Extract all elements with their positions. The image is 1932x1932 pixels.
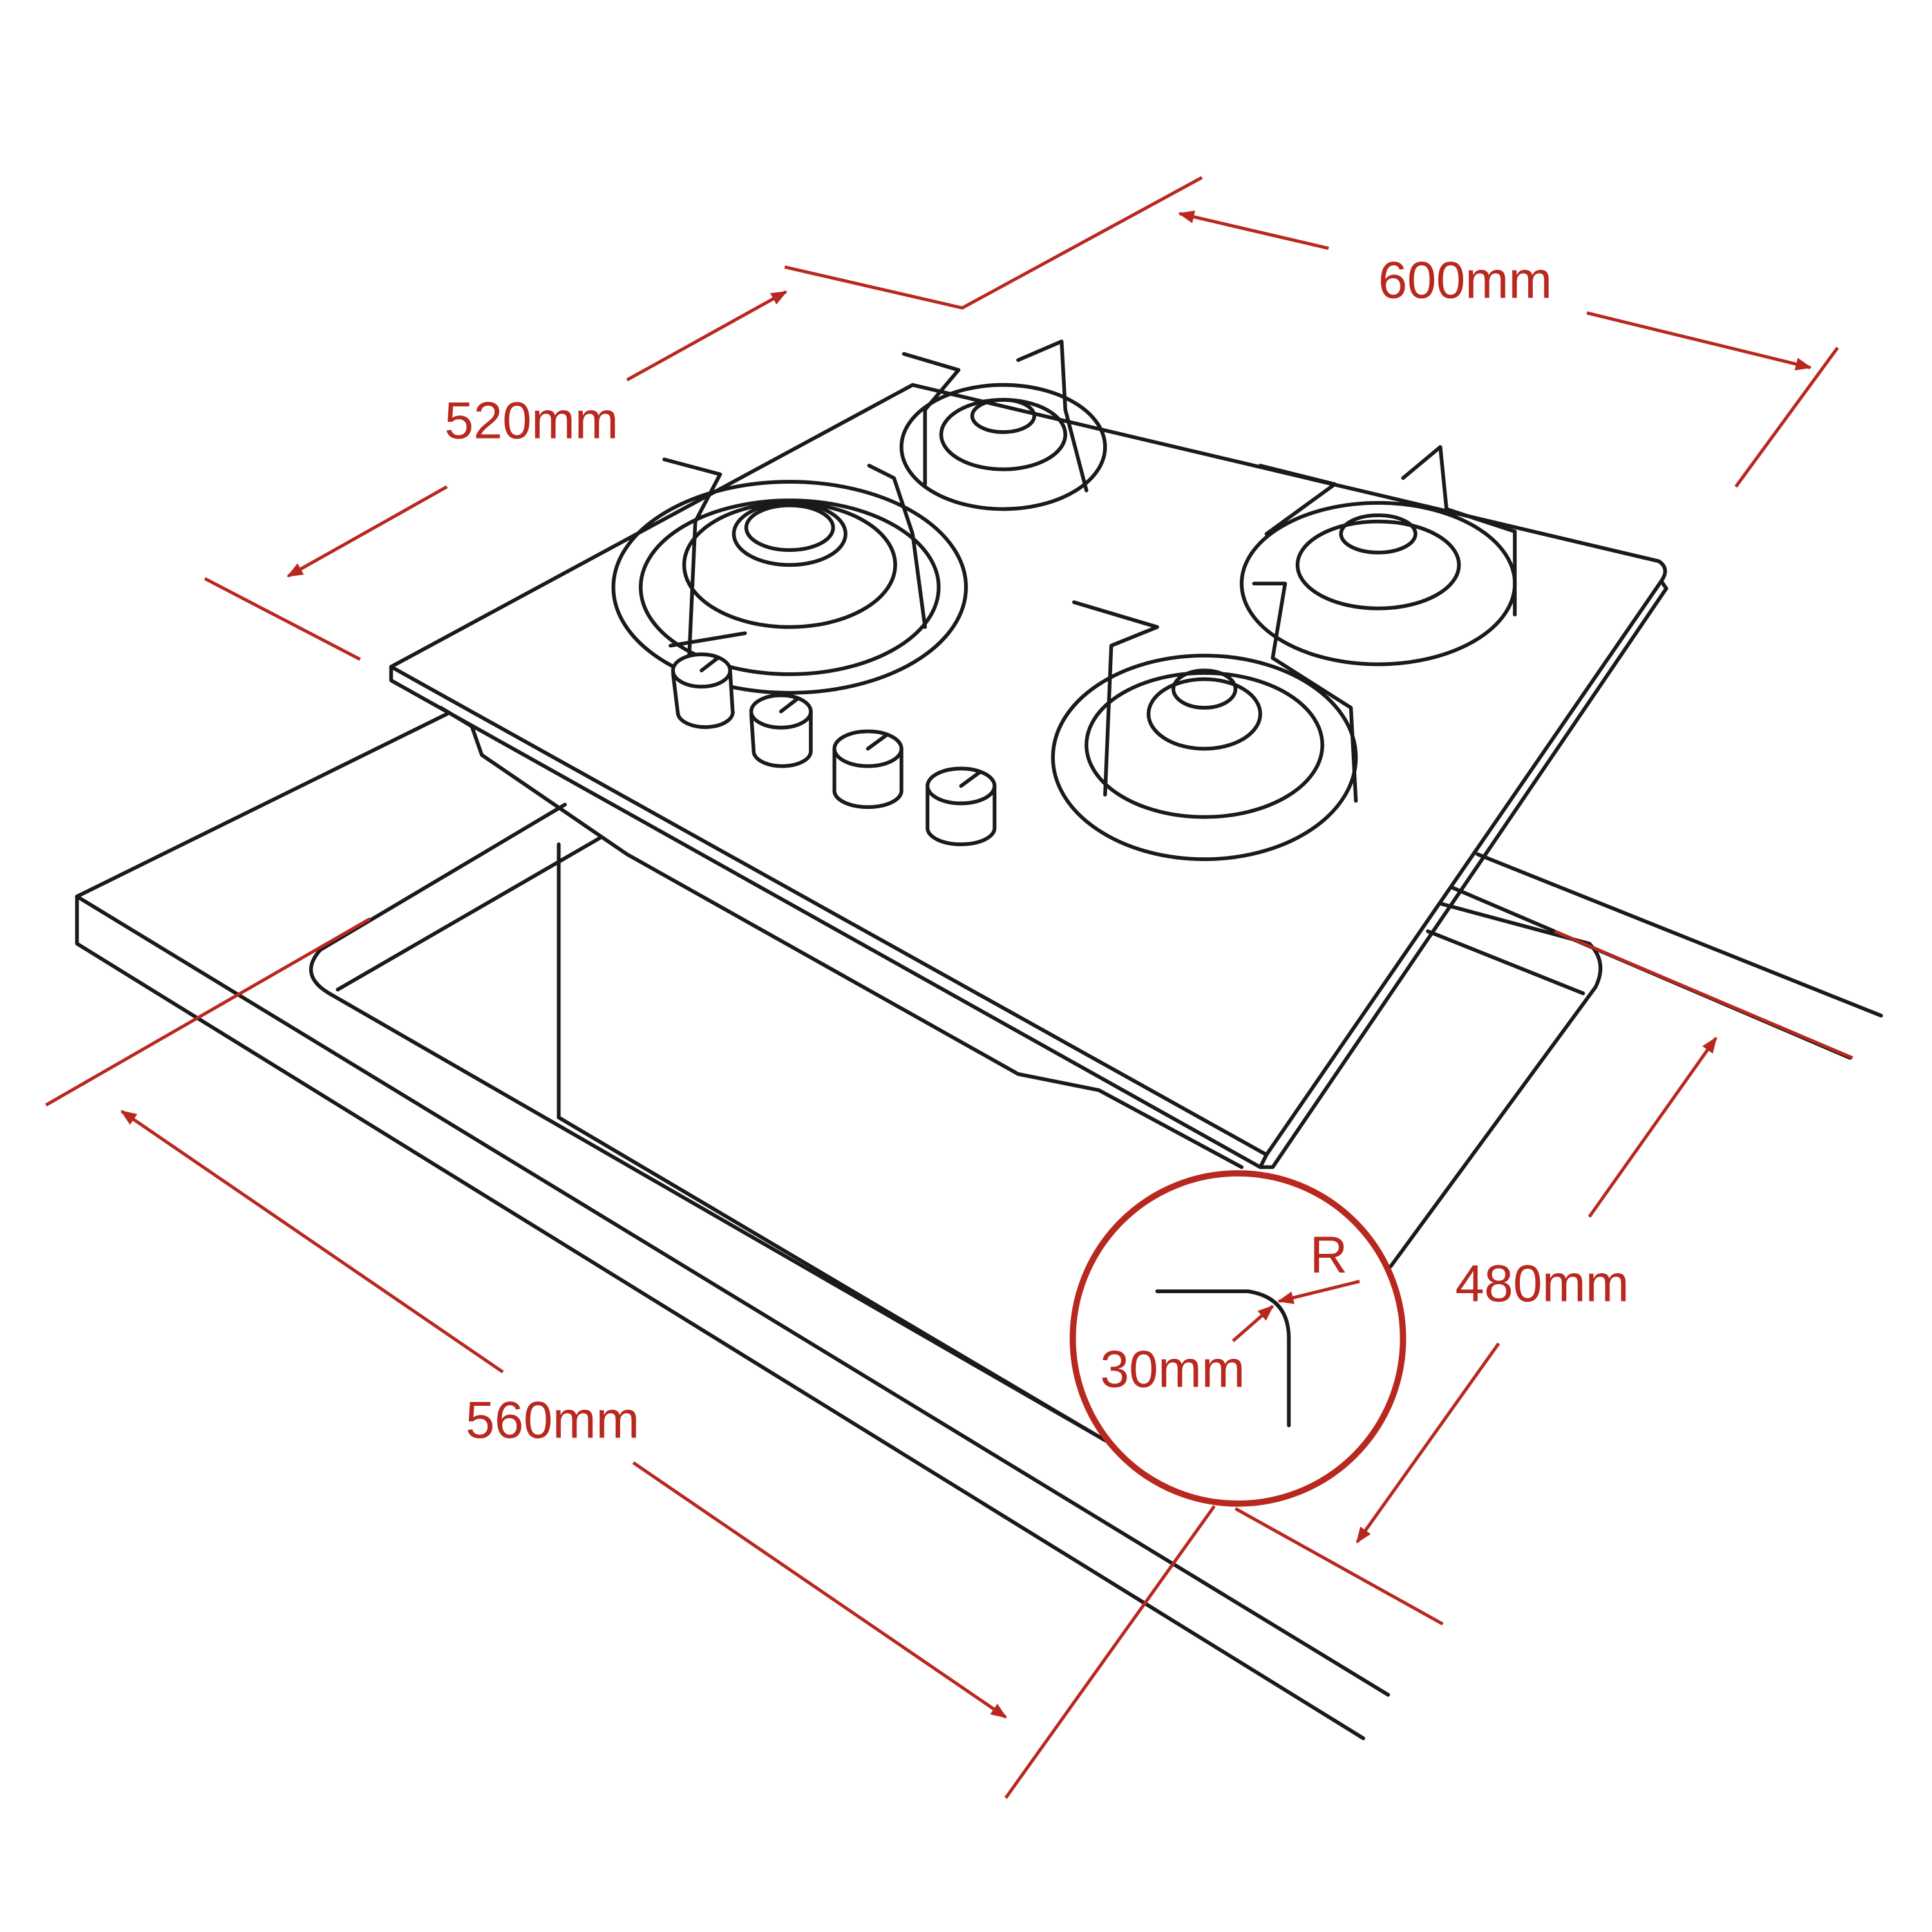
width-label: 600mm xyxy=(1378,252,1552,310)
radius-label: 30mm xyxy=(1100,1341,1245,1399)
hob-plate xyxy=(389,383,1669,1170)
cutout-width-label: 560mm xyxy=(466,1392,639,1450)
radius-symbol: R xyxy=(1310,1226,1347,1284)
knob-2[interactable] xyxy=(749,693,813,768)
burner-large-left xyxy=(611,457,968,695)
control-knobs xyxy=(671,652,997,846)
corner-radius-detail: R 30mm xyxy=(1069,1170,1406,1507)
knob-3[interactable] xyxy=(832,729,904,810)
countertop xyxy=(75,712,1883,1741)
dimension-cutout-width: 560mm xyxy=(45,917,1216,1799)
dimension-depth: 520mm xyxy=(204,290,788,661)
knob-4[interactable] xyxy=(925,766,997,846)
cutout-depth-label: 480mm xyxy=(1455,1255,1629,1313)
knob-1[interactable] xyxy=(671,652,735,729)
dimension-width: 600mm xyxy=(784,176,1839,488)
depth-label: 520mm xyxy=(444,392,618,450)
burner-medium-right xyxy=(1240,445,1517,667)
burner-small-back xyxy=(899,339,1107,511)
dimension-cutout-depth: 480mm xyxy=(1235,929,1853,1626)
burner-medium-front xyxy=(1051,582,1358,862)
